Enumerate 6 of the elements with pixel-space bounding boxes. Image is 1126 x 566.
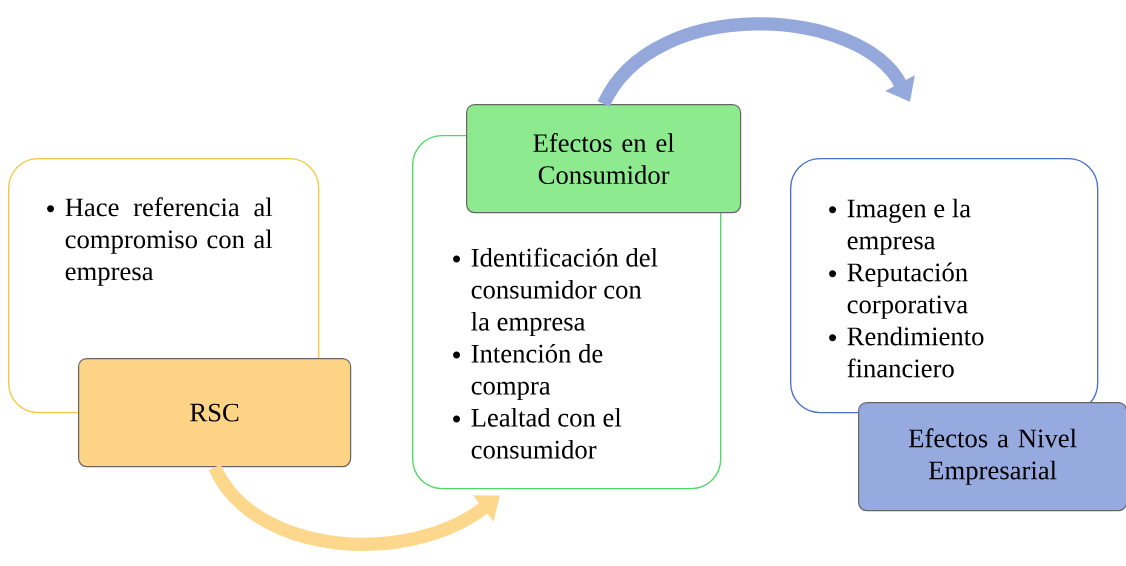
title-box: Efectos a Nivel Empresarial (858, 402, 1126, 512)
rounded-card: Imagen e la empresa Reputación corporativa Rendimiento financiero (790, 158, 1099, 414)
curved-arrow (597, 17, 915, 108)
title-box: RSC (78, 358, 352, 468)
curved-arrow (208, 463, 500, 551)
title-box: Efectos en el Consumidor (466, 104, 742, 214)
